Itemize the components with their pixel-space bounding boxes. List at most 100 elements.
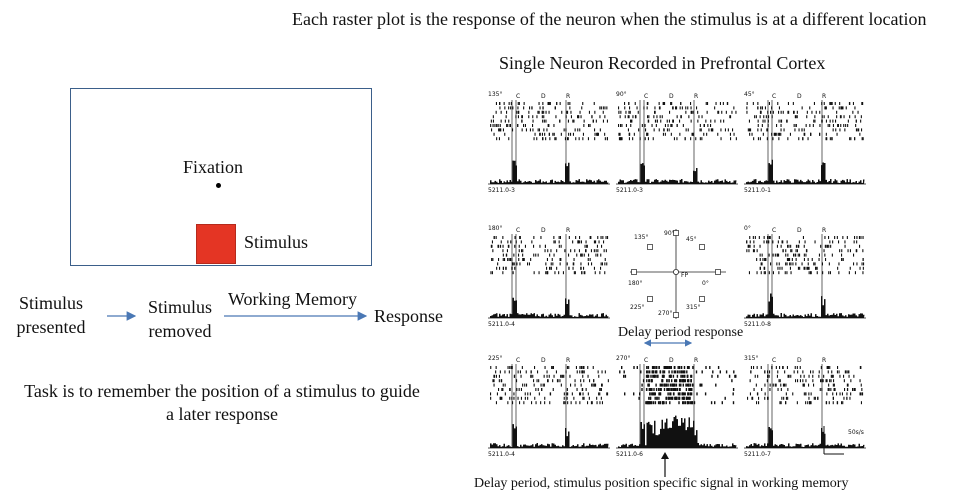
spike-tick [510,102,512,105]
spike-tick [850,379,852,383]
spike-tick [795,115,797,119]
event-marker-c: C [516,227,520,234]
spike-tick [672,119,674,123]
spike-tick [710,124,712,127]
spike-tick [840,124,842,127]
spike-tick [690,106,692,110]
spike-tick [806,115,808,119]
spike-tick [799,253,801,257]
spike-tick [788,244,790,248]
spike-tick [564,249,566,253]
spike-tick [584,271,586,275]
spike-tick [679,366,681,369]
spike-tick [570,115,572,119]
spike-tick [492,119,494,123]
spike-tick [523,124,525,127]
spike-tick [780,244,782,248]
spike-tick [548,374,550,378]
spike-tick [678,396,680,400]
spike-tick [636,106,638,110]
spike-tick [789,266,791,270]
spike-tick [698,115,700,119]
spike-tick [826,366,828,369]
spike-tick [507,366,509,369]
psth-histogram [746,159,865,184]
spike-tick [686,374,689,378]
spike-tick [772,253,774,257]
recording-id-label: 5211.0-8 [744,321,771,328]
spike-tick [842,106,844,110]
spike-tick [668,388,670,391]
spike-tick [647,370,649,374]
spike-tick [763,115,765,119]
spike-tick [511,366,513,369]
spike-tick [595,119,597,123]
spike-tick [829,379,831,383]
spike-tick [624,106,626,110]
spike-tick [656,115,658,119]
spike-tick [542,106,544,110]
spike-tick [595,249,597,253]
spike-tick [846,236,848,239]
task-description: Task is to remember the position of a st… [24,381,420,424]
spike-tick [571,392,573,396]
spike-tick [757,119,759,123]
spike-tick [669,401,671,405]
spike-tick [681,392,683,396]
spike-tick [671,388,673,391]
event-marker-c: C [644,93,648,100]
spike-tick [596,396,598,400]
spike-tick [669,396,671,400]
event-marker-r: R [822,357,826,364]
spike-tick [537,110,539,114]
spike-tick [636,366,638,369]
spike-tick [752,249,754,253]
spike-tick [849,102,851,105]
spike-tick [822,379,824,383]
spike-tick [548,110,550,114]
spike-tick [490,244,492,248]
spike-tick [490,124,492,127]
spike-tick [790,244,792,248]
spike-tick [797,244,799,248]
spike-tick [656,119,658,123]
spike-tick [838,271,840,275]
spike-tick [795,244,797,248]
spike-tick [499,102,501,105]
spike-tick [796,366,798,369]
spike-tick [519,236,521,239]
svg-text:FP: FP [681,272,688,279]
spike-tick [654,106,656,110]
spike-tick [538,110,540,114]
spike-tick [521,115,523,119]
spike-tick [630,119,632,123]
spike-tick [654,110,656,114]
spike-tick [857,110,859,114]
spike-tick [500,110,502,114]
spike-tick [590,249,592,253]
spike-tick [572,262,574,266]
spike-tick [838,240,840,244]
spike-tick [796,110,798,114]
spike-tick [748,244,750,248]
spike-tick [691,132,693,136]
angle-label: 315° [744,355,758,362]
spike-tick [757,124,759,127]
location-square [699,296,705,302]
event-marker-c: C [772,357,776,364]
spike-tick [856,249,858,253]
spike-tick [504,119,506,123]
step-stimulus-presented: Stimulus presented [16,293,86,337]
spike-tick [749,379,751,383]
spike-tick [787,110,789,114]
spike-tick [732,128,734,132]
spike-tick [586,244,588,248]
spike-tick [658,128,660,132]
spike-tick [687,396,690,400]
spike-tick [657,401,660,405]
spike-tick [536,379,538,383]
spike-tick [601,383,603,387]
spike-tick [675,388,677,391]
spike-tick [592,366,594,369]
spike-tick [641,124,643,127]
